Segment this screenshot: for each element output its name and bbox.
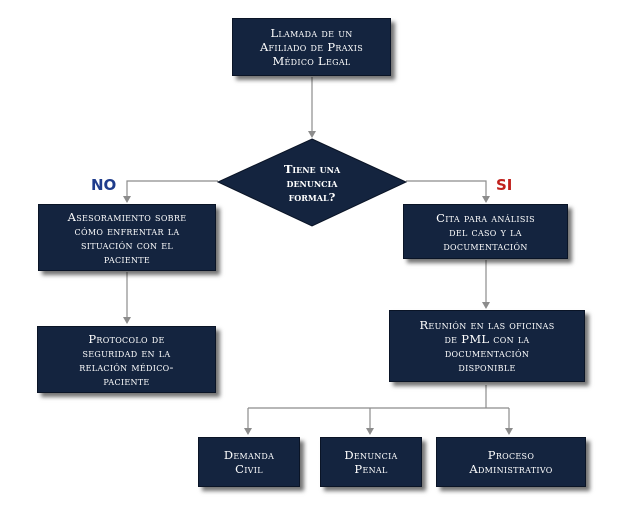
- node-cita: Cita para análisis del caso y la documen…: [403, 204, 568, 259]
- node-proceso-administrativo: Proceso Administrativo: [436, 437, 586, 487]
- decision-label: Tiene una denuncia formal?: [283, 162, 341, 204]
- branch-label-no: NO: [91, 176, 117, 194]
- node-llamada: Llamada de un Afiliado de Praxis Médico …: [232, 18, 391, 76]
- connector-no-branch: [123, 180, 218, 203]
- node-demanda-civil: Demanda Civil: [198, 437, 300, 487]
- decision-diamond: [216, 138, 408, 227]
- node-protocolo: Protocolo de seguridad en la relación mé…: [37, 326, 216, 393]
- node-reunion: Reunión en las oficinas de PML con la do…: [389, 310, 585, 382]
- branch-label-si: SI: [496, 176, 513, 194]
- node-asesoramiento: Asesoramiento sobre cómo enfrentar la si…: [38, 204, 216, 271]
- node-denuncia-penal: Denuncia Penal: [320, 437, 422, 487]
- connector-si-branch: [406, 180, 490, 203]
